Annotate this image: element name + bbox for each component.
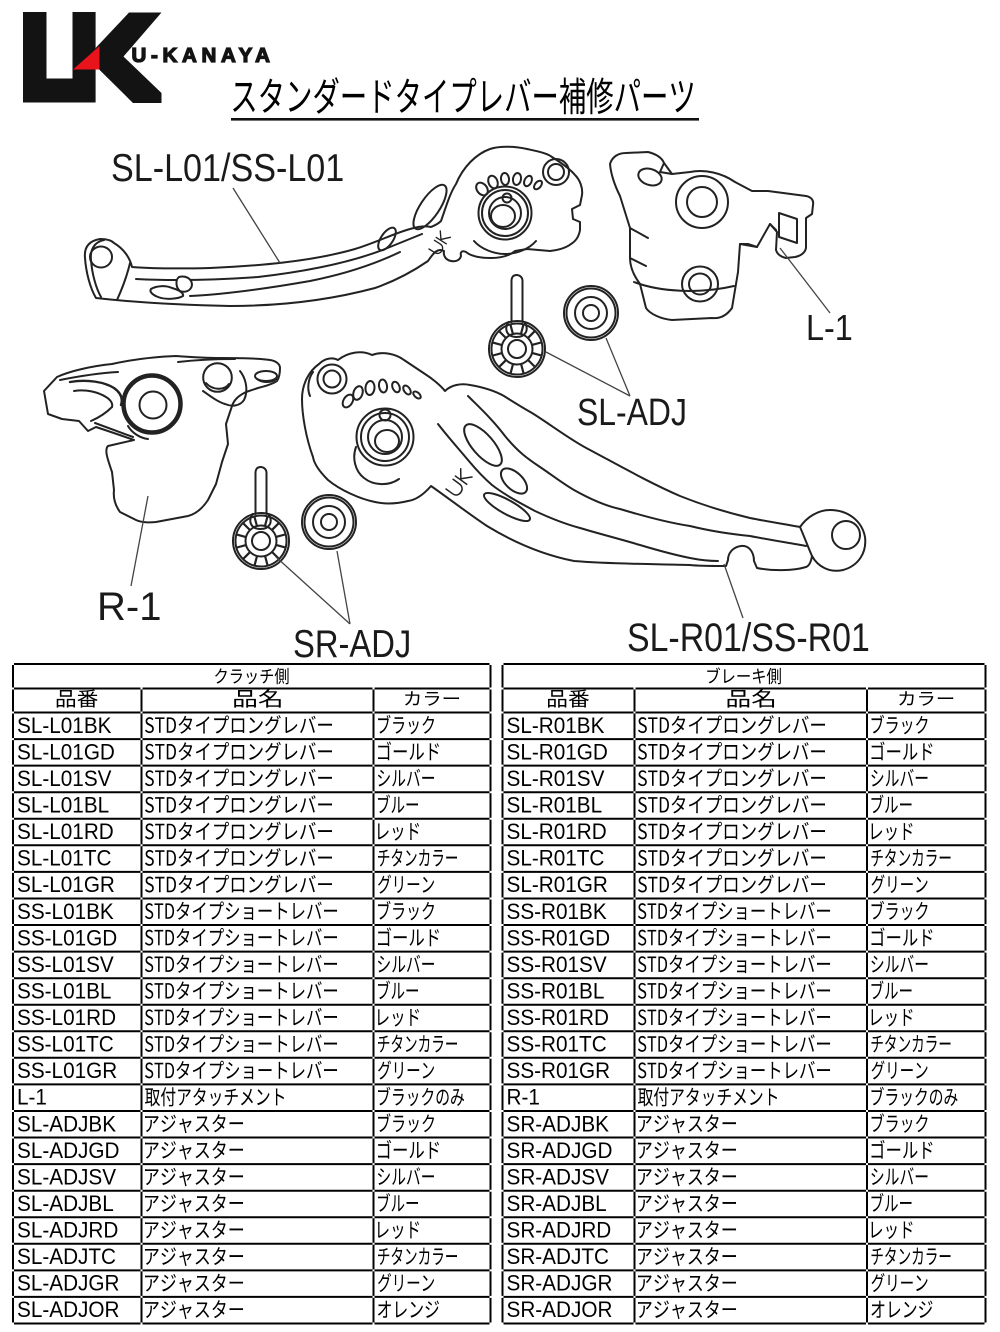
svg-text:SL-L01GD: SL-L01GD xyxy=(17,740,115,765)
svg-text:SR-ADJBK: SR-ADJBK xyxy=(507,1112,610,1137)
svg-text:SS-R01BK: SS-R01BK xyxy=(507,899,608,924)
svg-text:SS-L01GR: SS-L01GR xyxy=(17,1058,117,1083)
svg-text:SL-ADJGR: SL-ADJGR xyxy=(17,1271,119,1296)
svg-text:SS-L01SV: SS-L01SV xyxy=(17,952,114,977)
svg-text:SL-R01TC: SL-R01TC xyxy=(507,846,605,871)
svg-text:SL-ADJTC: SL-ADJTC xyxy=(17,1244,116,1269)
svg-text:SL-R01BK: SL-R01BK xyxy=(507,713,606,738)
svg-text:SL-ADJBK: SL-ADJBK xyxy=(17,1112,117,1137)
svg-text:SS-L01BK: SS-L01BK xyxy=(17,899,114,924)
svg-text:SR-ADJOR: SR-ADJOR xyxy=(507,1298,613,1323)
svg-text:SL-L01SV: SL-L01SV xyxy=(17,766,112,791)
svg-text:R-1: R-1 xyxy=(507,1085,540,1110)
svg-text:L-1: L-1 xyxy=(806,308,853,348)
svg-text:SL-R01RD: SL-R01RD xyxy=(507,819,607,844)
svg-text:SL-ADJGD: SL-ADJGD xyxy=(17,1138,119,1163)
svg-text:SS-R01GR: SS-R01GR xyxy=(507,1058,611,1083)
svg-text:SL-L01GR: SL-L01GR xyxy=(17,873,115,898)
svg-text:SL-ADJSV: SL-ADJSV xyxy=(17,1165,117,1190)
svg-text:SS-R01SV: SS-R01SV xyxy=(507,952,608,977)
svg-text:SL-R01/SS-R01: SL-R01/SS-R01 xyxy=(627,614,870,659)
svg-text:SS-L01GD: SS-L01GD xyxy=(17,926,117,951)
svg-text:SR-ADJGD: SR-ADJGD xyxy=(507,1138,613,1163)
svg-text:SS-R01TC: SS-R01TC xyxy=(507,1032,607,1057)
svg-text:SL-R01GR: SL-R01GR xyxy=(507,873,608,898)
svg-text:SL-L01TC: SL-L01TC xyxy=(17,846,111,871)
svg-text:SR-ADJRD: SR-ADJRD xyxy=(507,1218,612,1243)
svg-text:SL-L01RD: SL-L01RD xyxy=(17,819,114,844)
svg-text:SS-L01BL: SS-L01BL xyxy=(17,979,111,1004)
svg-text:SR-ADJBL: SR-ADJBL xyxy=(507,1191,607,1216)
svg-text:SR-ADJTC: SR-ADJTC xyxy=(507,1244,609,1269)
svg-text:SS-L01TC: SS-L01TC xyxy=(17,1032,114,1057)
svg-text:SL-ADJBL: SL-ADJBL xyxy=(17,1191,114,1216)
svg-text:SS-R01BL: SS-R01BL xyxy=(507,979,605,1004)
svg-text:SL-L01BK: SL-L01BK xyxy=(17,713,112,738)
svg-text:SL-R01SV: SL-R01SV xyxy=(507,766,606,791)
svg-text:SS-L01RD: SS-L01RD xyxy=(17,1005,116,1030)
svg-text:SL-ADJ: SL-ADJ xyxy=(577,391,687,433)
svg-text:U-KANAYA: U-KANAYA xyxy=(132,44,275,67)
svg-text:SR-ADJSV: SR-ADJSV xyxy=(507,1165,610,1190)
svg-text:SL-ADJRD: SL-ADJRD xyxy=(17,1218,118,1243)
svg-text:SL-R01GD: SL-R01GD xyxy=(507,740,608,765)
svg-text:R-1: R-1 xyxy=(97,585,161,629)
svg-text:SL-ADJOR: SL-ADJOR xyxy=(17,1298,119,1323)
svg-text:SR-ADJGR: SR-ADJGR xyxy=(507,1271,613,1296)
svg-text:SL-L01BL: SL-L01BL xyxy=(17,793,109,818)
svg-text:SR-ADJ: SR-ADJ xyxy=(293,621,411,665)
svg-text:SL-L01/SS-L01: SL-L01/SS-L01 xyxy=(111,146,344,190)
svg-text:SS-R01GD: SS-R01GD xyxy=(507,926,611,951)
svg-text:SS-R01RD: SS-R01RD xyxy=(507,1005,609,1030)
svg-text:SL-R01BL: SL-R01BL xyxy=(507,793,603,818)
svg-text:L-1: L-1 xyxy=(17,1085,47,1110)
